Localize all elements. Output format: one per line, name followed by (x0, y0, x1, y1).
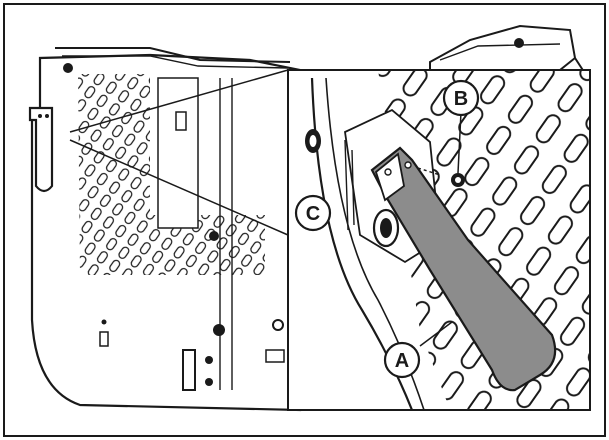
right-frame-top (429, 24, 589, 411)
zoom-bracket-a-face (374, 152, 405, 202)
callout-b-circle (442, 79, 480, 117)
panel-screw-2 (213, 324, 225, 336)
callout-c-circle (294, 194, 332, 232)
zoom-hinge-pin-core (380, 218, 392, 238)
zoom-screw-b-axis (417, 167, 441, 176)
callout-a-label: A (395, 350, 409, 372)
panel-top-rail-inner (62, 55, 289, 69)
hinge-tab-hole-2 (45, 114, 49, 118)
leader-b (457, 111, 462, 174)
panel-screw-4 (205, 356, 213, 364)
zoom-bracket-a-hole-1 (384, 168, 392, 176)
panel-connector (182, 349, 196, 391)
zoom-screw-b-head (455, 177, 461, 183)
panel-screw-1 (209, 231, 219, 241)
panel-screw-top-left (63, 63, 73, 73)
hinge-tab-small (28, 106, 54, 193)
panel-inner-slot (175, 111, 187, 131)
hinge-tab-hole-1 (38, 114, 42, 118)
zoom-mount-plate-edge (344, 139, 355, 231)
callout-a-circle (383, 341, 421, 379)
callout-c: C (294, 194, 332, 232)
panel-slot-grid-lower (150, 215, 265, 275)
zoom-part-c-ring (309, 135, 317, 147)
right-frame-rail-inner (439, 43, 561, 61)
panel-dot-left (101, 319, 107, 325)
panel-screw-5 (205, 378, 213, 386)
zoom-detail (287, 69, 591, 411)
panel-small-slot-right (265, 349, 285, 363)
callout-b: B (442, 79, 480, 117)
panel-inner-bracket (157, 77, 199, 229)
zoom-leader-bottom (69, 139, 289, 236)
callout-b-label: B (454, 88, 468, 110)
zoom-leader-top (69, 69, 289, 133)
callout-a: A (383, 341, 421, 379)
zoom-bracket-a (370, 146, 557, 392)
leader-a (419, 321, 453, 347)
main-panel (28, 47, 302, 412)
panel-screw-3 (272, 319, 284, 331)
callout-c-label: C (306, 203, 320, 225)
right-frame-screw (514, 38, 524, 48)
panel-small-slot-left (99, 331, 109, 347)
panel-top-rail (55, 47, 291, 63)
panel-slot-grid (78, 74, 150, 275)
panel-inner-channel (219, 78, 233, 390)
zoom-bracket-a-hole-2 (404, 161, 412, 169)
